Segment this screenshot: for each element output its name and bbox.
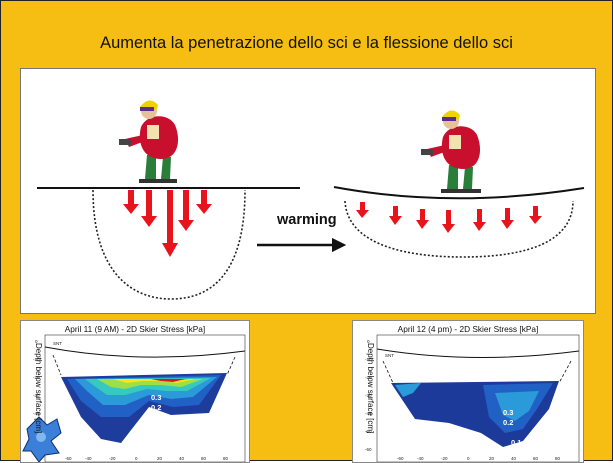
x-tick: 80 xyxy=(555,456,561,461)
x-tick: 60 xyxy=(533,456,539,461)
stress-arrows-left xyxy=(123,190,212,257)
stress-contours-right xyxy=(391,381,559,447)
y-tick: -30 xyxy=(33,393,40,398)
snowflake-icon xyxy=(22,416,62,462)
x-tick: 0 xyxy=(467,456,470,461)
contour-label: 0.2 xyxy=(503,418,513,427)
x-tick: -40 xyxy=(85,456,92,461)
x-tick: 80 xyxy=(223,456,229,461)
snow-label: SNT xyxy=(385,353,394,358)
slide-title: Aumenta la penetrazione dello sci e la f… xyxy=(100,34,513,52)
y-tick: -40 xyxy=(33,411,40,416)
stress-plot-april-12: April 12 (4 pm) - 2D Skier Stress [kPa] … xyxy=(352,320,584,463)
y-tick: -20 xyxy=(365,375,372,380)
ski-penetration-diagram: warming xyxy=(20,68,596,314)
x-tick: -40 xyxy=(417,456,424,461)
stress-bulb-deep xyxy=(92,189,246,300)
y-tick: -50 xyxy=(365,429,372,434)
x-tick: -60 xyxy=(65,456,72,461)
x-tick: 0 xyxy=(135,456,138,461)
contour-label: 0.1 xyxy=(511,438,521,447)
contour-label: 0.2 xyxy=(151,403,161,412)
contour-label: 0.1 xyxy=(181,427,191,436)
y-tick: -60 xyxy=(365,447,372,452)
warming-label: warming xyxy=(277,212,337,228)
x-tick: 20 xyxy=(157,456,163,461)
contour-label: 0.3 xyxy=(503,408,513,417)
y-tick: 0 xyxy=(367,339,370,344)
plot-title: April 11 (9 AM) - 2D Skier Stress [kPa] xyxy=(64,324,206,334)
stress-bulb-shallow xyxy=(344,200,574,258)
plot-title: April 12 (4 pm) - 2D Skier Stress [kPa] xyxy=(397,324,539,334)
x-tick: -60 xyxy=(397,456,404,461)
x-tick: 20 xyxy=(489,456,495,461)
y-tick: -40 xyxy=(365,411,372,416)
y-axis-label: Depth below surface [cm] xyxy=(34,343,43,434)
contour-label: 0.3 xyxy=(151,393,161,402)
x-tick: 40 xyxy=(511,456,517,461)
y-tick: -20 xyxy=(33,375,40,380)
x-tick: -20 xyxy=(441,456,448,461)
y-axis-label: Depth below surface [cm] xyxy=(366,343,375,434)
x-tick: 60 xyxy=(201,456,207,461)
x-tick: -20 xyxy=(109,456,116,461)
y-tick: -10 xyxy=(33,357,40,362)
stress-contours-left xyxy=(61,373,227,443)
skier-figure-left xyxy=(119,100,179,183)
stress-plot-april-11: April 11 (9 AM) - 2D Skier Stress [kPa] … xyxy=(20,320,250,463)
snow-surface-right xyxy=(333,186,585,200)
y-tick: -10 xyxy=(365,357,372,362)
y-tick: -30 xyxy=(365,393,372,398)
stress-arrows-right xyxy=(356,202,542,233)
y-tick: 0 xyxy=(35,339,38,344)
x-tick: 40 xyxy=(179,456,185,461)
skier-figure-right xyxy=(421,110,481,193)
snow-label: SNT xyxy=(53,341,62,346)
